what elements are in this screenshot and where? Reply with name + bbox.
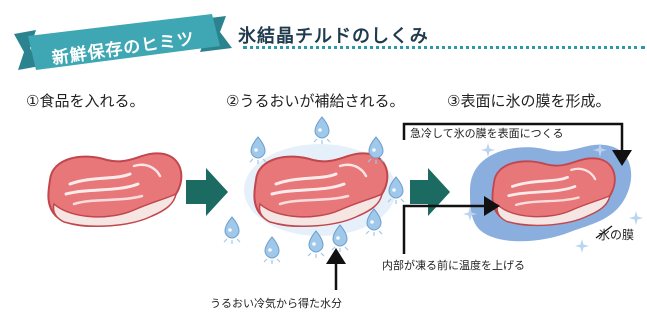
pointer-arrow-icon xyxy=(612,150,632,166)
page-title: 氷結晶チルドのしくみ xyxy=(238,26,429,47)
right-arrow-icon xyxy=(410,168,450,216)
water-droplet-icon xyxy=(249,136,267,165)
pointer-arrow-icon xyxy=(484,196,500,216)
annotation-top: 急冷して氷の膜を表面につくる xyxy=(410,127,564,140)
water-droplet-icon xyxy=(313,116,331,145)
sparkle-icon xyxy=(629,211,643,225)
annotation-ice-film: 氷の膜 xyxy=(598,228,635,242)
ribbon-banner-icon xyxy=(14,14,232,70)
water-droplet-icon xyxy=(223,216,241,245)
step-2-label: ②うるおいが補給される。 xyxy=(226,92,405,110)
title-dotted-divider xyxy=(243,46,645,49)
right-arrow-icon xyxy=(186,168,228,216)
step-3-label: ③表面に氷の膜を形成。 xyxy=(447,92,611,110)
annotation-bottom: うるおい冷気から得た水分 xyxy=(210,297,342,310)
step-1-label: ①食品を入れる。 xyxy=(26,92,145,110)
water-droplet-icon xyxy=(263,236,281,265)
top-pointer-line xyxy=(402,122,624,152)
inner-pointer-line xyxy=(402,204,486,254)
annotation-inner: 内部が凍る前に温度を上げる xyxy=(382,259,525,272)
pointer-arrow-icon xyxy=(326,248,346,264)
steak-icon xyxy=(46,151,183,228)
sparkle-icon xyxy=(575,239,589,253)
film-callout-line xyxy=(595,225,613,239)
